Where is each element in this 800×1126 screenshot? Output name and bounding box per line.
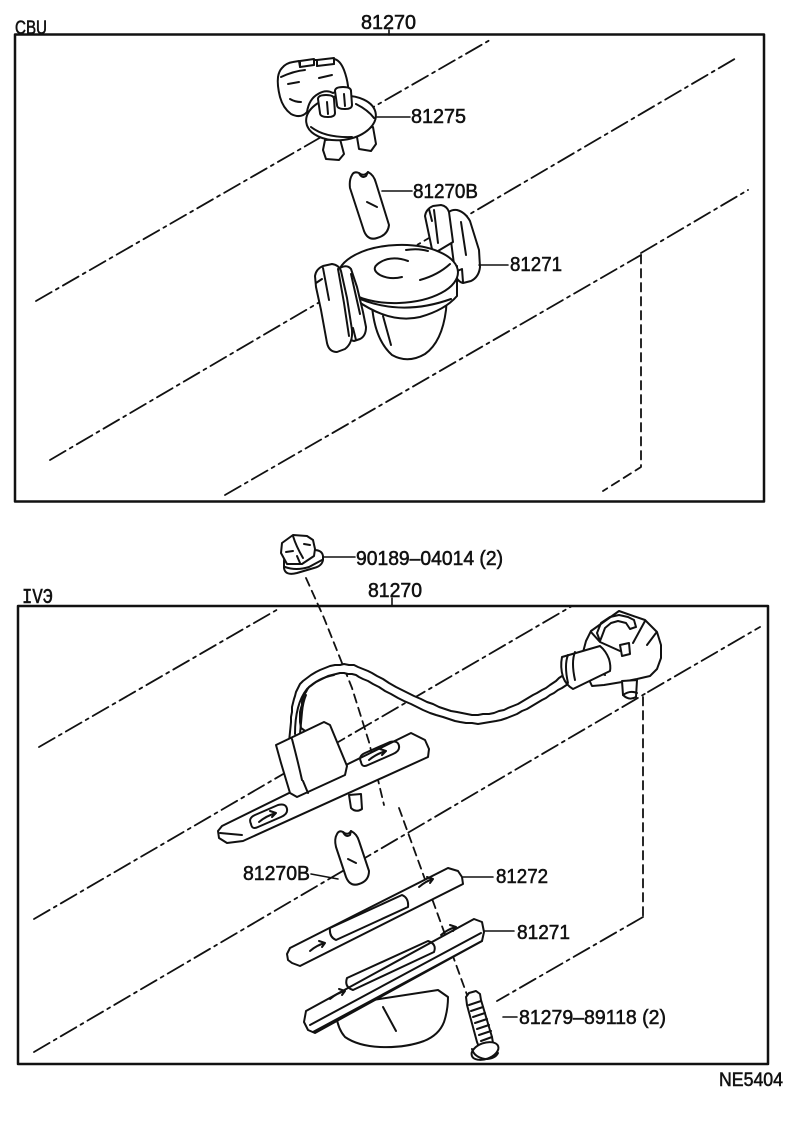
svg-text:81272: 81272 [496, 866, 548, 888]
svg-text:81270B: 81270B [413, 181, 478, 203]
svg-text:81270B: 81270B [243, 863, 310, 885]
svg-text:81270: 81270 [361, 12, 416, 34]
svg-text:81279–89118 (2): 81279–89118 (2) [519, 1007, 666, 1029]
svg-text:81275: 81275 [411, 106, 466, 128]
svg-text:CBU: CBU [15, 18, 47, 39]
svg-text:NE5404: NE5404 [719, 1070, 783, 1091]
svg-text:81270: 81270 [368, 580, 422, 602]
svg-text:81271: 81271 [510, 254, 562, 276]
svg-text:90189–04014 (2): 90189–04014 (2) [356, 548, 503, 570]
svg-text:81271: 81271 [517, 922, 570, 944]
svg-text:IVЭ: IVЭ [22, 587, 53, 610]
